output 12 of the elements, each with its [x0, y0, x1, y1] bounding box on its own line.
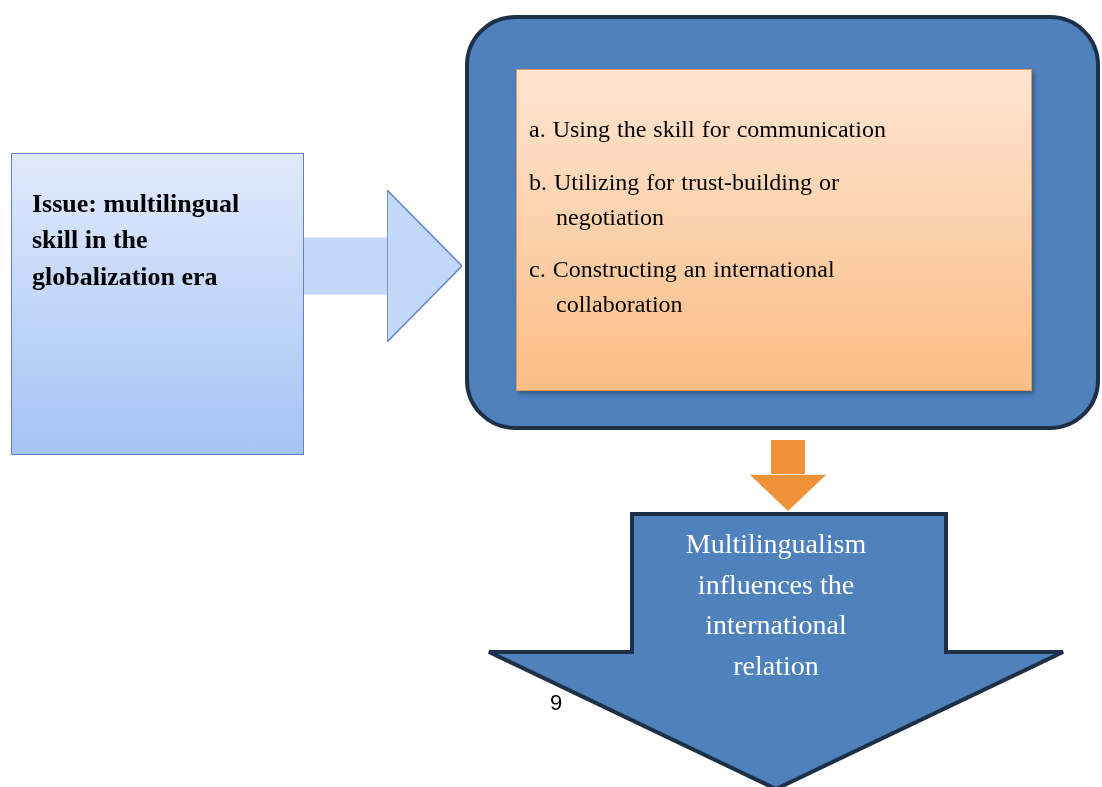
issue-text: Issue: multilingual skill in the globalization era: [32, 188, 241, 293]
down-arrow-shape: [487, 512, 1065, 787]
block-arrow: [304, 189, 463, 343]
list-item: c. Constructing an international collaboration: [529, 255, 836, 320]
outcome-text: Multilingualism influences the international relation: [684, 527, 868, 683]
block-arrow: [747, 440, 829, 513]
list-item: a. Using the skill for communication: [529, 115, 887, 144]
list-item: b. Utilizing for trust-building or negotiation: [529, 167, 840, 232]
issue-box: [11, 153, 304, 455]
page-number: 9: [550, 690, 563, 716]
list-card: [516, 69, 1032, 391]
rounded-panel: [465, 15, 1100, 430]
